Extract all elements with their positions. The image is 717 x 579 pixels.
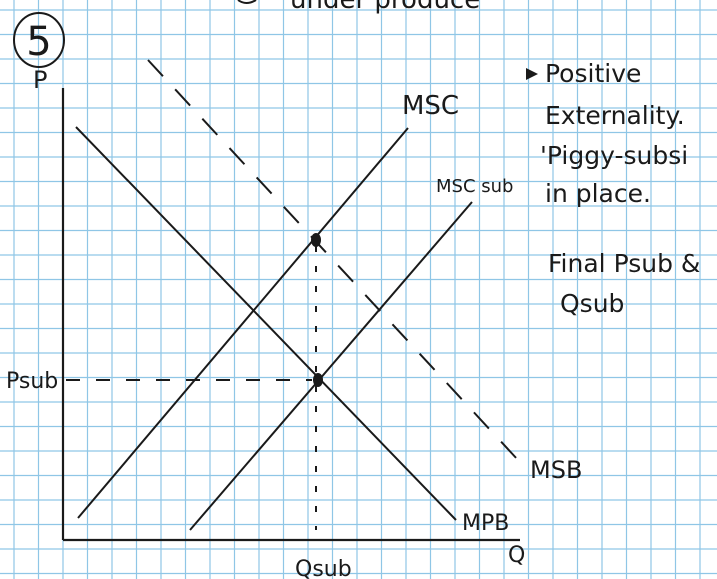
note-line-1: Positive: [545, 59, 641, 88]
msc-curve: [77, 127, 409, 519]
msc-sub-label: MSC sub: [436, 176, 513, 197]
social-equilibrium-point: [311, 233, 321, 247]
price-sub-label: Psub: [6, 369, 58, 394]
note-line-6: Qsub: [560, 289, 624, 318]
msc-sub-curve: [189, 201, 473, 531]
note-line-3: 'Piggy-subsi: [540, 141, 688, 170]
quantity-sub-label: Qsub: [295, 557, 352, 579]
msc-label: MSC: [402, 91, 459, 121]
note-line-4: in place.: [545, 179, 651, 208]
subsidy-equilibrium-point: [313, 373, 323, 387]
mpb-curve: [75, 126, 457, 521]
header-arrow-fragment: [237, 0, 257, 4]
y-axis-label: P: [33, 66, 47, 94]
msb-label: MSB: [530, 456, 582, 484]
note-line-5: Final Psub &: [548, 249, 700, 278]
step-number-badge: 5: [13, 12, 65, 68]
mpb-label: MPB: [462, 511, 509, 536]
bullet-arrow-icon: [526, 68, 538, 80]
step-number: 5: [26, 19, 51, 65]
header-cut-text: under produce: [290, 0, 480, 15]
msb-curve: [147, 59, 519, 461]
x-axis-label: Q: [508, 543, 525, 568]
note-line-2: Externality.: [545, 101, 685, 130]
